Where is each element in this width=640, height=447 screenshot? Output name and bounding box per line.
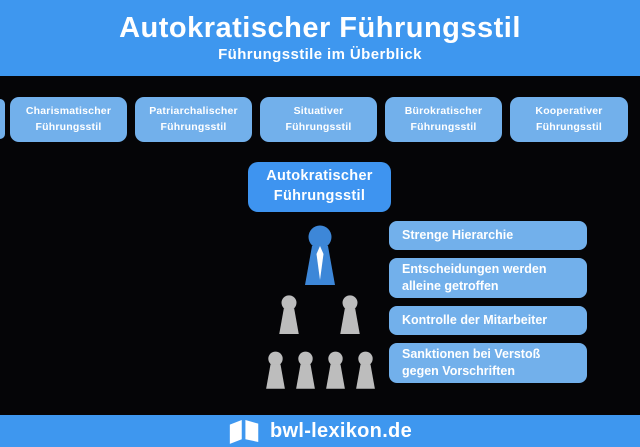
style-box-charismatisch: Charismatischer Führungsstil	[10, 97, 127, 142]
page-subtitle: Führungsstile im Überblick	[218, 46, 422, 64]
leader-person-icon	[299, 225, 341, 285]
feature-box-entscheidungen: Entscheidungen werden alleine getroffen	[389, 258, 587, 298]
person-icon	[263, 347, 288, 393]
feature-box-sanktionen: Sanktionen bei Verstoß gegen Vorschrifte…	[389, 343, 587, 383]
selected-style-box: Autokratischer Führungsstil	[248, 162, 391, 212]
person-icon	[293, 347, 318, 393]
feature-box-hierarchie: Strenge Hierarchie	[389, 221, 587, 250]
page-title: Autokratischer Führungsstil	[119, 11, 521, 44]
style-box-kooperativ: Kooperativer Führungsstil	[510, 97, 628, 142]
person-icon	[353, 347, 378, 393]
feature-box-kontrolle: Kontrolle der Mitarbeiter	[389, 306, 587, 335]
person-icon	[323, 347, 348, 393]
style-box-cutoff	[0, 99, 5, 139]
person-icon	[276, 292, 302, 337]
footer: bwl-lexikon.de	[0, 415, 640, 447]
style-box-patriarchalisch: Patriarchalischer Führungsstil	[135, 97, 252, 142]
open-book-icon	[228, 418, 261, 444]
style-box-buerokratisch: Bürokratischer Führungsstil	[385, 97, 502, 142]
brand-text: bwl-lexikon.de	[269, 419, 412, 442]
style-box-situativ: Situativer Führungsstil	[260, 97, 377, 142]
header: Autokratischer Führungsstil Führungsstil…	[0, 0, 640, 76]
person-icon	[337, 292, 363, 337]
